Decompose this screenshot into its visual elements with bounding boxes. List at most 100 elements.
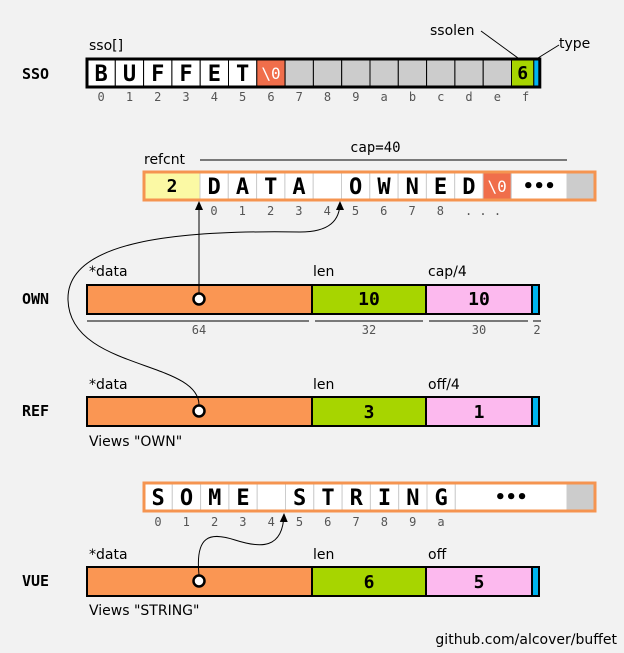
own-heap-index: 5 — [352, 204, 359, 218]
sso-char-cell-text: E — [208, 62, 221, 87]
ref-caption: Views "OWN" — [89, 434, 182, 450]
own-heap-char-cell-text: T — [264, 175, 277, 200]
refcnt-cell-text: 2 — [167, 176, 178, 197]
type-label: type — [559, 36, 590, 52]
own-heap-char-cell — [312, 171, 343, 201]
own-heap-char-cell-text: D — [462, 175, 475, 200]
ref-off-field — [425, 396, 533, 427]
own-heap-index: 6 — [380, 204, 387, 218]
sso-index: b — [409, 90, 416, 104]
own-heap-index: 2 — [267, 204, 274, 218]
own-pointer-dot-icon — [192, 292, 206, 306]
ref-len-field — [311, 396, 427, 427]
type-pointer-line — [537, 44, 560, 59]
vue-heap-index: 8 — [381, 515, 388, 529]
vue-pointer-dot-icon — [192, 574, 206, 588]
own-heap-null-cell-text: \0 — [488, 177, 507, 196]
vue-heap-char-cell-text: S — [293, 486, 306, 511]
ref-section: REF *data len off/4 3 1 Views "OWN" — [22, 377, 540, 450]
own-heap-char-cell-text: N — [406, 175, 419, 200]
own-section: OWN *data len cap/4 10 10 64 32 30 2 — [22, 264, 541, 337]
sso-index: 2 — [154, 90, 161, 104]
sso-char-cell-text: U — [123, 62, 136, 87]
vue-heap-char-cell-text: I — [378, 486, 391, 511]
sso-char-cell-text: F — [151, 62, 164, 87]
sso-outline — [85, 57, 542, 89]
vue-caption: Views "STRING" — [89, 603, 199, 619]
sso-index: 6 — [267, 90, 274, 104]
own-heap-char-cell — [369, 171, 399, 201]
sso-index: d — [465, 90, 472, 104]
ssolen-label: ssolen — [430, 23, 475, 39]
sso-empty-cell — [341, 58, 371, 88]
own-heap-char-cell-text: E — [434, 175, 447, 200]
own-heap-char-cell — [256, 171, 286, 201]
vue-heap-char-cell-text: M — [208, 486, 221, 511]
vue-heap-index: 6 — [324, 515, 331, 529]
own-cap-label: cap/4 — [428, 264, 467, 280]
sso-char-cell-text: B — [95, 62, 108, 87]
own-heap-char-cell-text: W — [377, 175, 391, 200]
vue-heap-char-cell — [200, 482, 230, 512]
ref-off-value: 1 — [474, 402, 485, 423]
ref-data-label: *data — [89, 377, 128, 393]
ref-len-value: 3 — [364, 402, 375, 423]
own-len-field — [311, 284, 427, 315]
sso-empty-cell — [426, 58, 456, 88]
bits-cap: 30 — [472, 323, 486, 337]
refcnt-label: refcnt — [144, 152, 186, 168]
vue-heap-char-cell-text: S — [152, 486, 165, 511]
sso-empty-cell — [454, 58, 484, 88]
sso-empty-cell — [369, 58, 399, 88]
sso-index: 0 — [98, 90, 105, 104]
ref-row-label: REF — [22, 402, 49, 420]
sso-empty-cell — [312, 58, 343, 88]
vue-heap-char-cell-text: N — [406, 486, 419, 511]
vue-heap-index: 7 — [352, 515, 359, 529]
vue-len-label: len — [313, 547, 334, 563]
own-heap-char-cell-text: A — [292, 175, 305, 200]
own-heap-gray-cell — [566, 171, 596, 201]
vue-section: VUE *data len off 6 5 Views "STRING" — [22, 547, 540, 619]
own-cap-value: 10 — [468, 289, 490, 310]
ref-type-bits — [531, 396, 540, 427]
bits-data: 64 — [192, 323, 206, 337]
own-heap-index: 8 — [437, 204, 444, 218]
sso-index: e — [494, 90, 501, 104]
own-heap-char-cell — [425, 171, 456, 201]
own-heap-char-cell-text: D — [208, 175, 221, 200]
sso-empty-cell — [397, 58, 428, 88]
sso-index: 3 — [182, 90, 189, 104]
bits-type: 2 — [533, 323, 540, 337]
sso-index: 7 — [296, 90, 303, 104]
vue-row-label: VUE — [22, 572, 49, 590]
own-heap-index: 4 — [324, 204, 331, 218]
vue-heap-char-cell — [398, 482, 428, 512]
vue-off-label: off — [428, 547, 447, 563]
vue-heap-index: 5 — [296, 515, 303, 529]
sso-char-cell — [228, 58, 258, 88]
sso-ssolen-cell-text: 6 — [517, 63, 528, 84]
sso-char-cell-text: F — [179, 62, 192, 87]
sso-array-label: sso[] — [89, 38, 123, 54]
vue-heap-index: 9 — [409, 515, 416, 529]
own-heap-char-cell-text: O — [349, 175, 362, 200]
cap-label: cap=40 — [350, 140, 401, 156]
ref-pointer-dot-icon — [192, 404, 206, 418]
vue-heap-outline — [142, 481, 597, 513]
own-heap-index: 1 — [239, 204, 246, 218]
vue-off-value: 5 — [474, 572, 485, 593]
vue-heap-index: 3 — [239, 515, 246, 529]
own-heap-index-ellipsis: . . . — [465, 204, 501, 218]
vue-data-arrow — [197, 513, 288, 576]
vue-len-value: 6 — [364, 572, 375, 593]
